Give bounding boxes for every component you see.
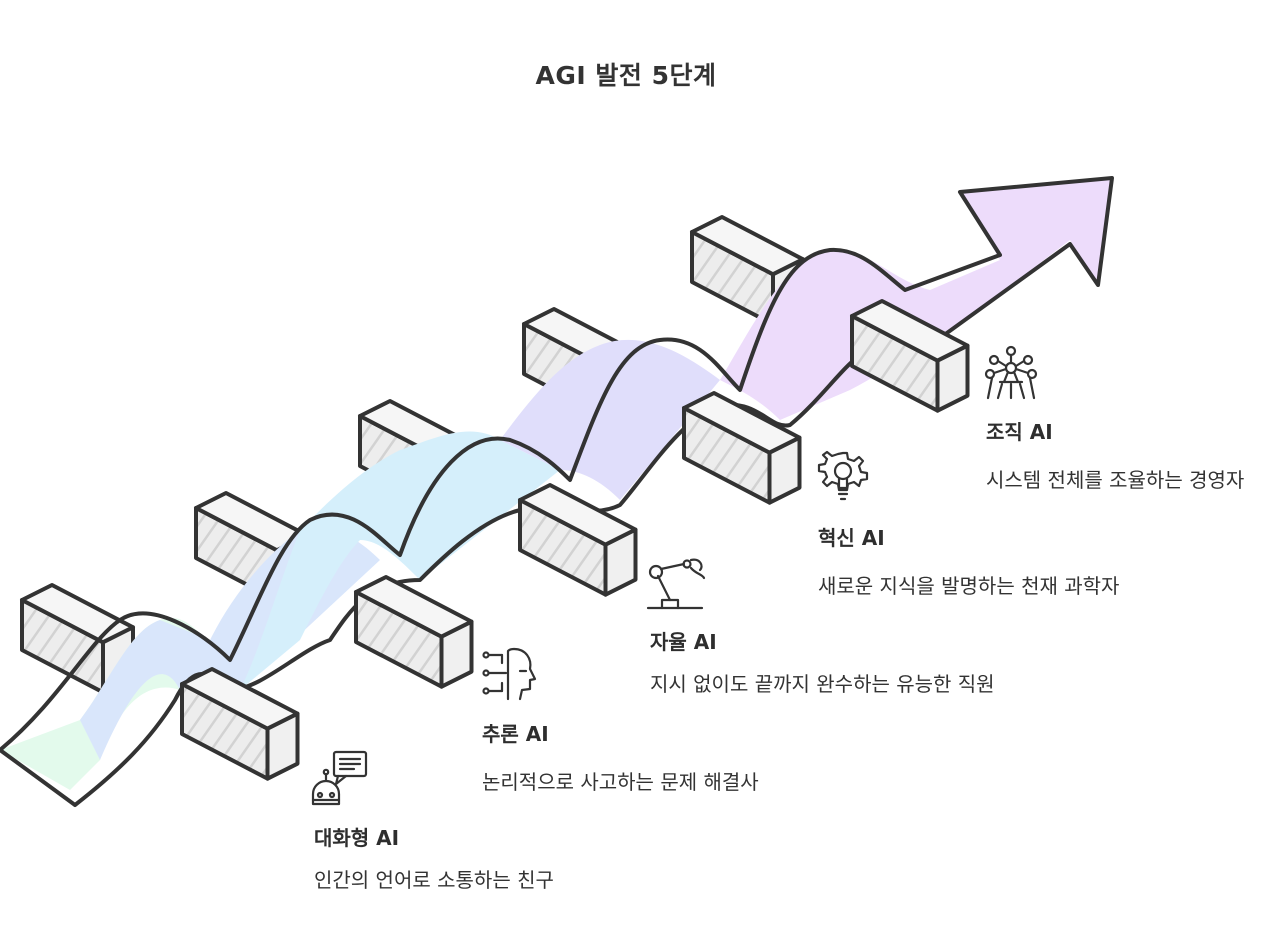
block-front-2	[354, 575, 474, 689]
stage-description: 지시 없이도 끝까지 완수하는 유능한 직원	[650, 672, 995, 696]
page-title: AGI 발전 5단계	[535, 61, 717, 90]
network-icon	[984, 345, 1038, 400]
stage-name: 혁신 AI	[818, 526, 885, 550]
stage-description: 새로운 지식을 발명하는 천재 과학자	[818, 574, 1120, 598]
block-front-4	[682, 391, 802, 505]
block-front-1	[180, 667, 300, 781]
stage-name: 조직 AI	[986, 420, 1053, 444]
block-end	[439, 619, 474, 689]
ribbon-edge-top	[0, 176, 1114, 752]
stage-name: 대화형 AI	[314, 826, 400, 850]
ribbon-edge-start	[0, 748, 77, 807]
block-front-3	[518, 483, 638, 597]
block-end	[265, 711, 300, 781]
stage-description: 논리적으로 사고하는 문제 해결사	[482, 770, 759, 794]
ribbon-layer	[0, 176, 1114, 807]
robot-arm-icon	[646, 558, 706, 610]
head-thinking-icon	[482, 647, 537, 701]
chatbot-icon	[311, 750, 368, 806]
stage-name: 자율 AI	[650, 630, 717, 654]
gear-bulb-icon	[817, 450, 869, 501]
ribbon-segment-5	[720, 178, 1112, 420]
stage-description: 시스템 전체를 조율하는 경영자	[986, 468, 1245, 492]
stage-description: 인간의 언어로 소통하는 친구	[314, 868, 554, 892]
block-end	[767, 435, 802, 505]
blocks-front-layer	[180, 299, 970, 781]
block-front-5	[850, 299, 970, 413]
block-end	[603, 527, 638, 597]
ribbon-segment-3	[240, 431, 560, 690]
block-end	[935, 343, 970, 413]
stage-name: 추론 AI	[482, 722, 549, 746]
ribbon-segment-4	[500, 339, 720, 500]
